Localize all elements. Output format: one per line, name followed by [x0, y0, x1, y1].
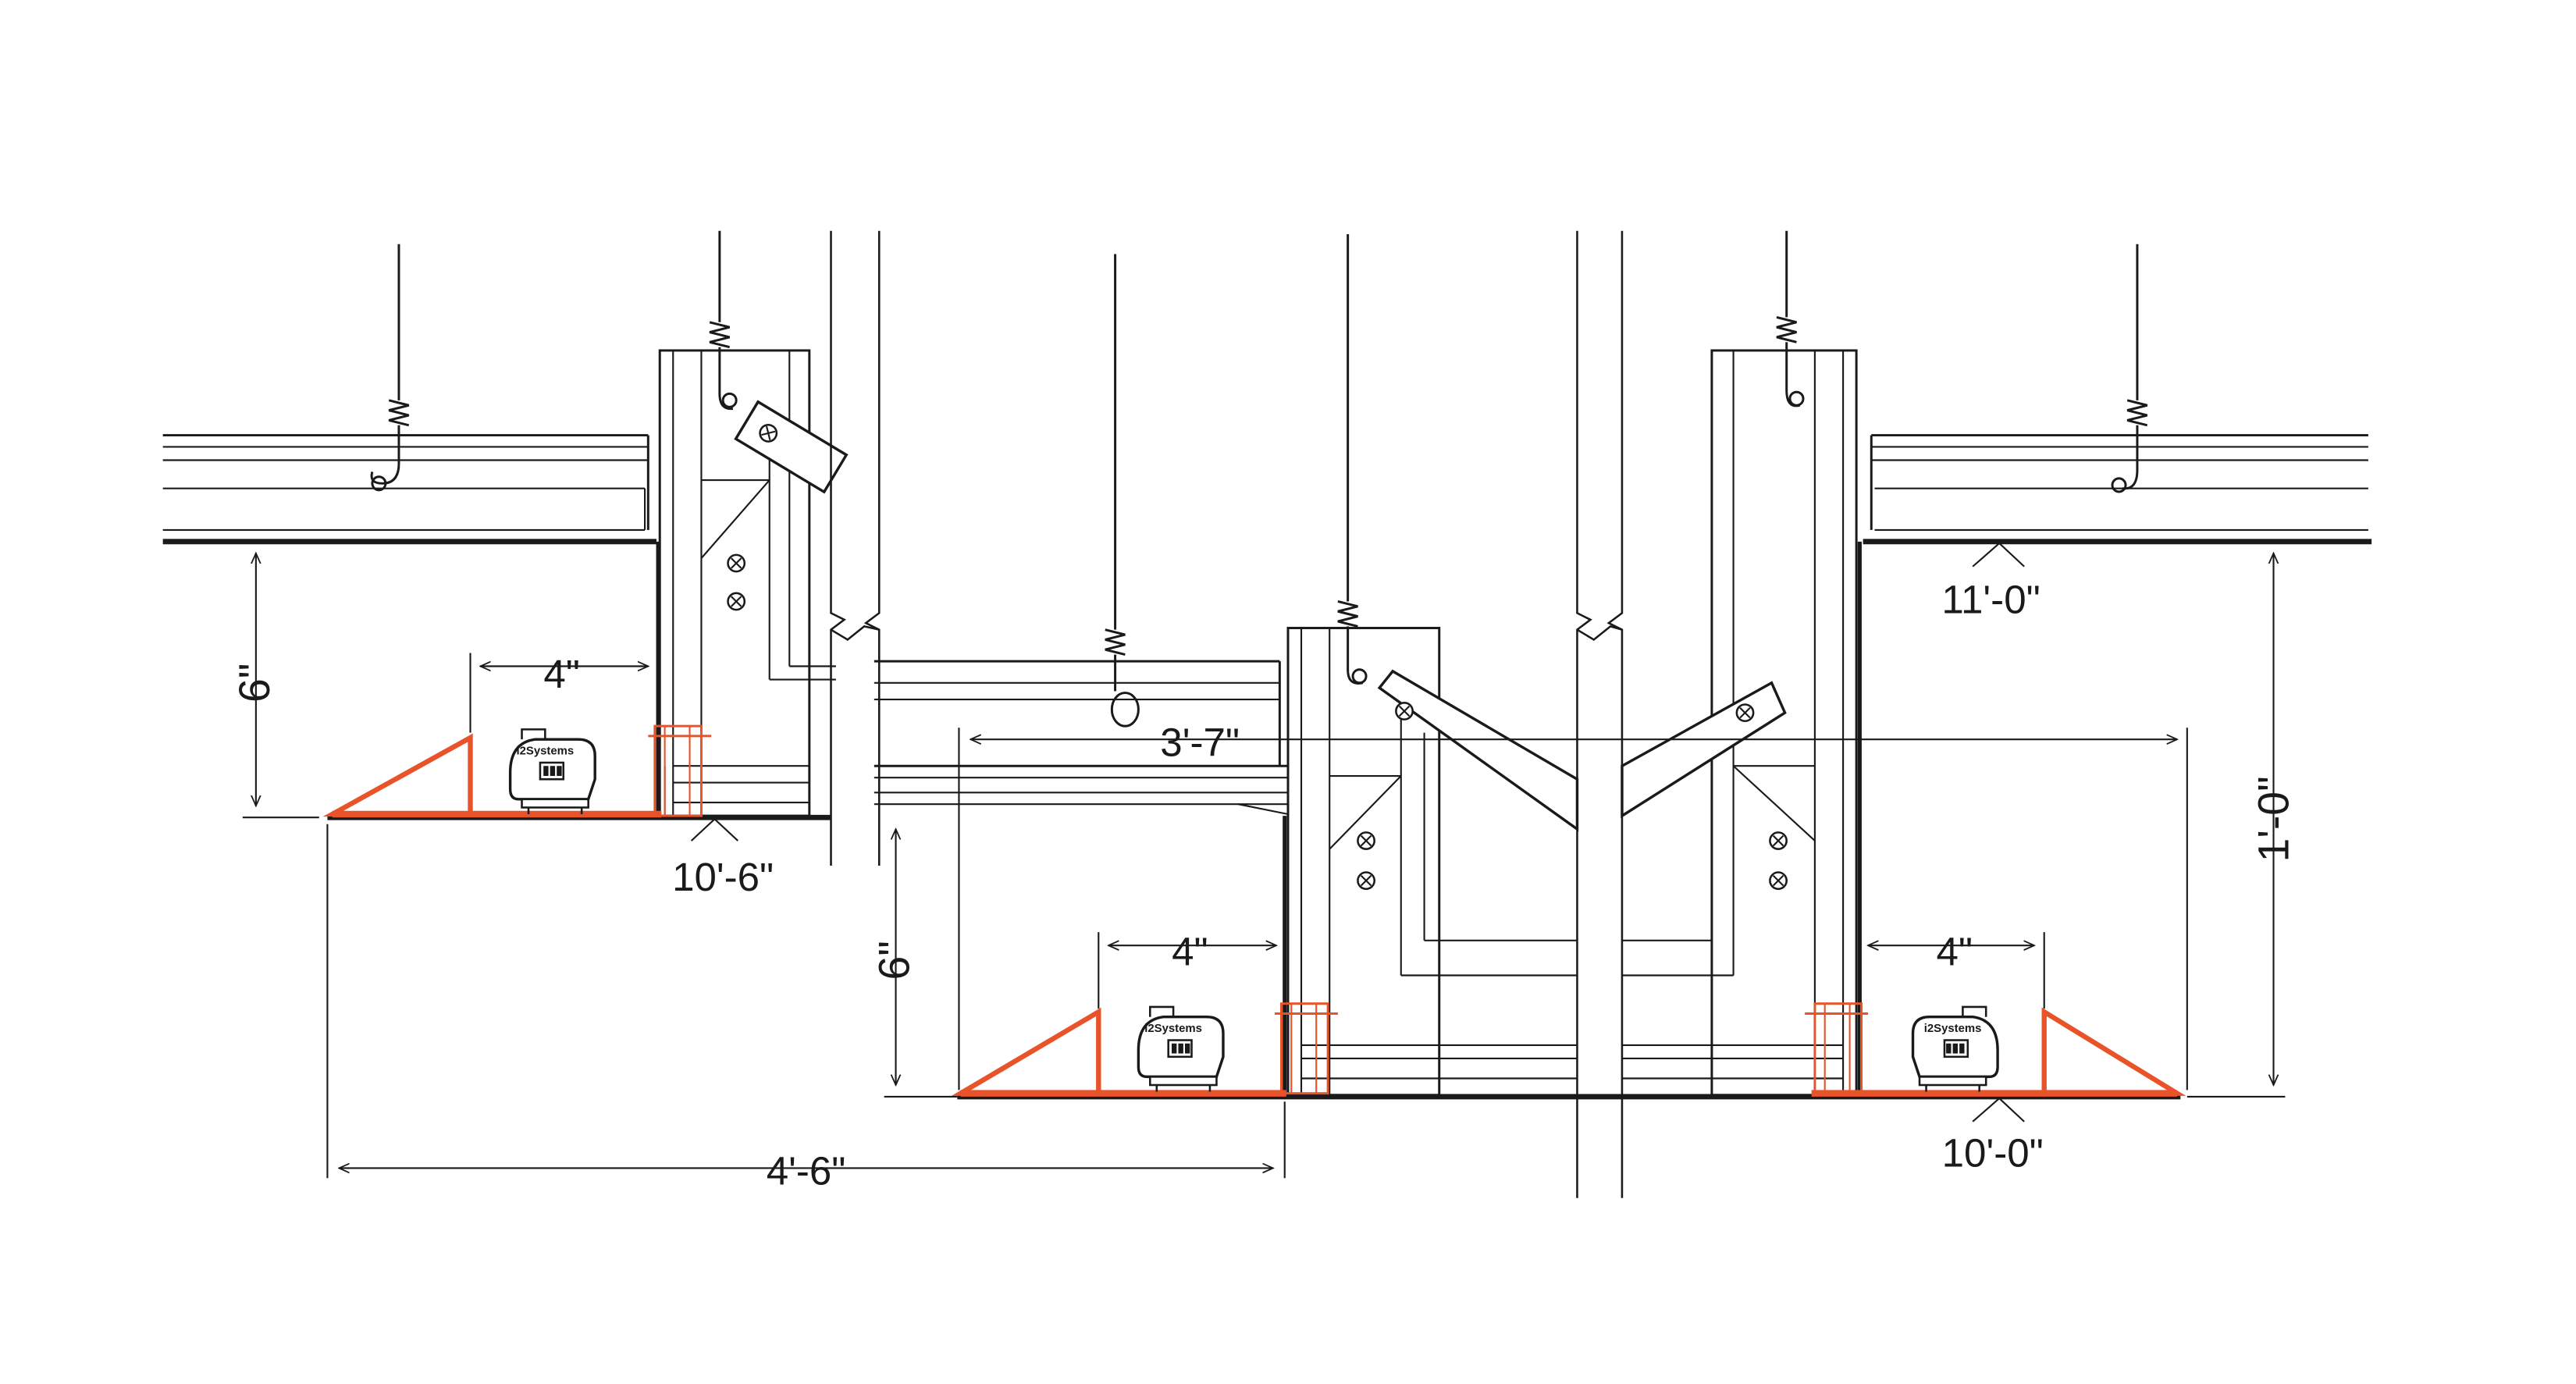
- screws-left: [727, 553, 746, 611]
- center-drop-height-label: 6": [870, 941, 919, 980]
- trim-profile-center: [951, 1002, 1338, 1097]
- hanger-wire: [2111, 244, 2148, 493]
- right-ceiling-elevation-label: 11'-0": [1941, 577, 2040, 621]
- break-line-right: [1576, 230, 1624, 1198]
- center-offset-label: 4": [1172, 930, 1208, 974]
- ceiling-grid-left: [162, 434, 649, 531]
- break-line-left: [830, 230, 881, 866]
- fixture-brand-label: i2Systems: [516, 745, 574, 757]
- center-brace: [1377, 669, 1579, 832]
- left-trim-elevation-label: 10'-6": [672, 855, 774, 899]
- dimension-lines: [242, 540, 2286, 1179]
- hanger-wire: [1337, 233, 1368, 685]
- right-offset-label: 4": [1936, 930, 1973, 974]
- overall-span-label: 4'-6": [767, 1149, 846, 1194]
- hanger-wires: [370, 230, 2148, 728]
- trim-profile-right: [1805, 1002, 2186, 1097]
- fixture-brand-label: i2Systems: [1924, 1023, 1982, 1035]
- hanger-wire: [1105, 254, 1140, 728]
- left-brace: [734, 400, 849, 494]
- screws-center: [1357, 831, 1375, 891]
- right-trim-elevation-label: 10'-0": [1942, 1130, 2044, 1175]
- hanger-wire: [709, 230, 738, 411]
- dimension-labels: 6" 4" 10'-6" 3'-7" 6" 4" 4'-6" 4" 11'-0"…: [230, 577, 2298, 1193]
- center-span-label: 3'-7": [1160, 720, 1240, 764]
- left-drop-height-label: 6": [230, 664, 279, 703]
- right-brace: [1621, 681, 1787, 819]
- ceiling-grid-right: [1870, 434, 2368, 531]
- hanger-wire: [370, 244, 410, 492]
- light-fixture-icon: i2Systems: [1137, 1005, 1225, 1094]
- light-fixture-icon: i2Systems: [508, 728, 596, 816]
- hanger-wire: [1776, 230, 1805, 407]
- center-grid-beam: [873, 660, 1289, 816]
- center-soffit-frame: [1283, 627, 1578, 1097]
- light-fixture-icon: [1911, 1005, 1999, 1094]
- screws-right: [1769, 831, 1788, 891]
- fixture-brand-label: i2Systems: [1144, 1023, 1202, 1035]
- right-total-height-label: 1'-0": [2250, 776, 2298, 862]
- trim-profile-left: [322, 724, 712, 818]
- left-offset-label: 4": [543, 652, 580, 696]
